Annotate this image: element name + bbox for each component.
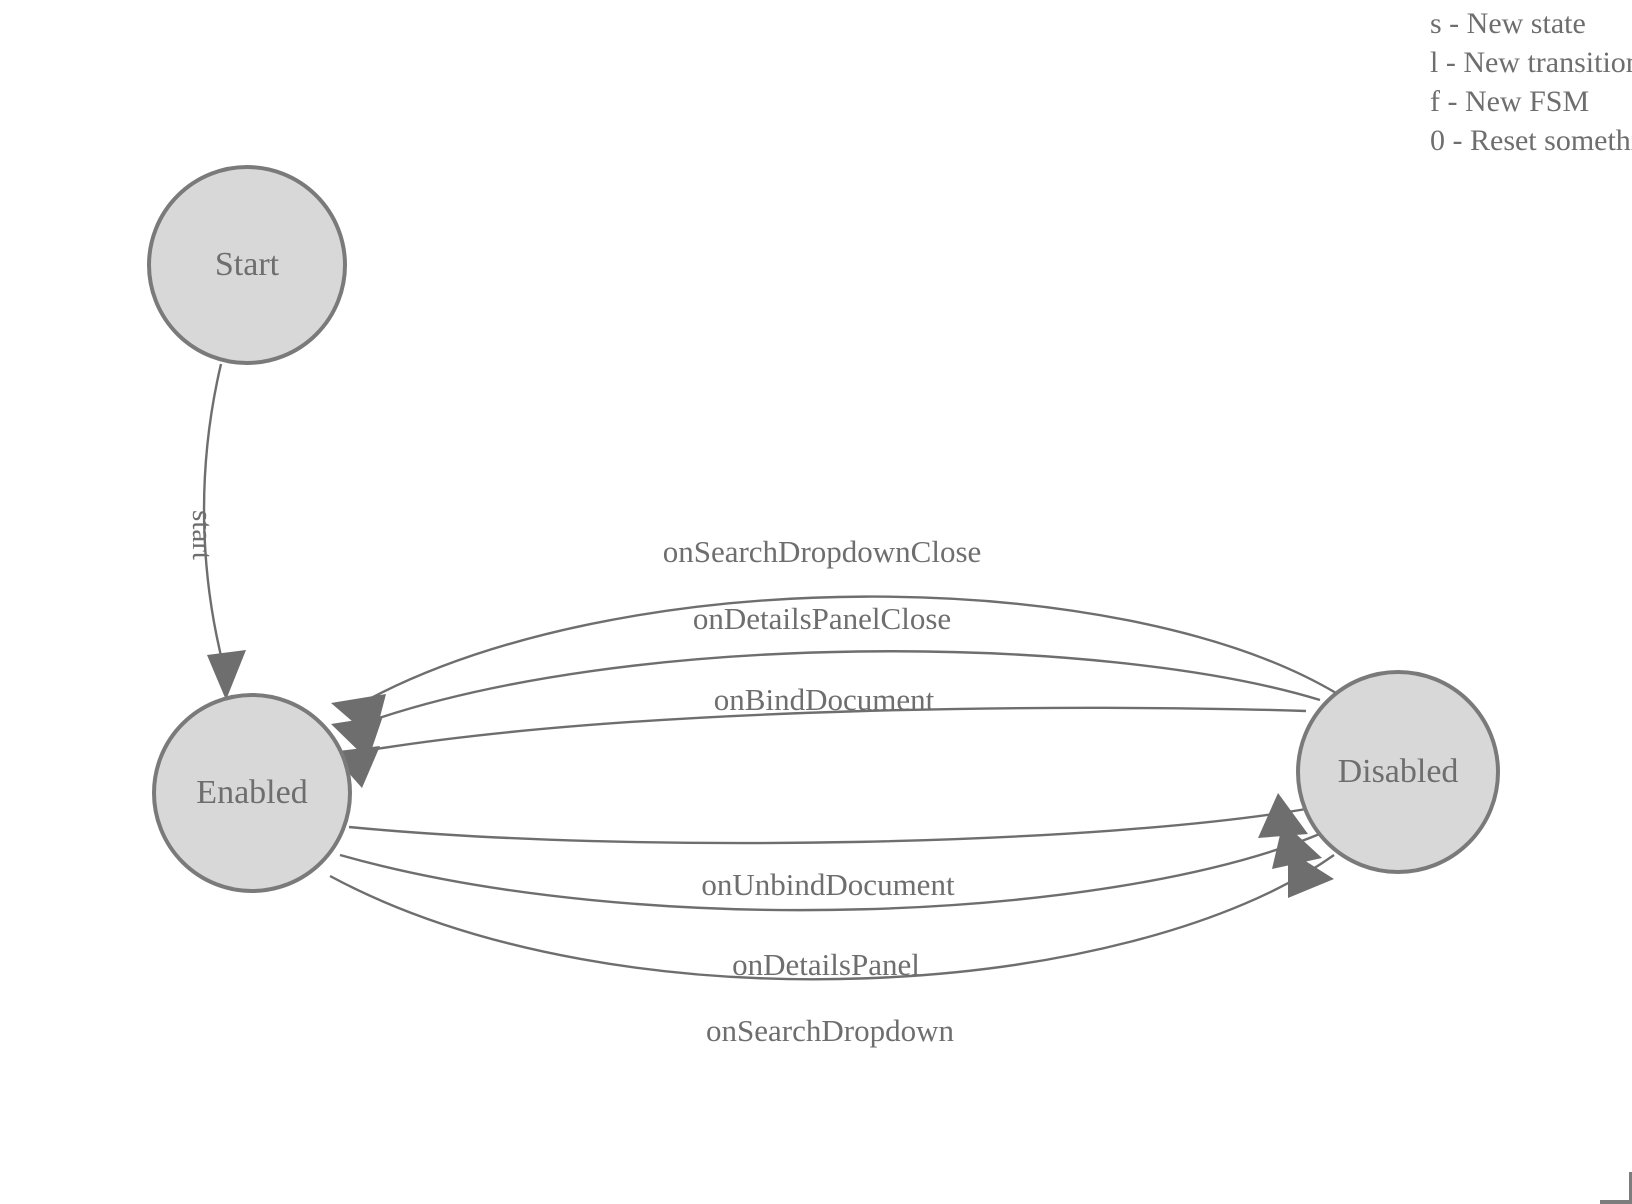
node-enabled-circle[interactable] [152,693,352,893]
edge-path [329,854,1335,981]
node-enabled[interactable]: Enabled [152,693,352,893]
edge-path [351,706,1307,755]
edge-enabled-to-disabled-onsearchdropdown[interactable] [329,850,1335,981]
edge-label-onsearchdropdown: onSearchDropdown [706,1013,954,1048]
edge-path [357,595,1337,707]
edge-start-to-enabled[interactable] [202,363,246,700]
arrowhead-icon [1272,822,1322,869]
edge-label-onsearchdropdownclose: onSearchDropdownClose [663,534,982,569]
edge-path [202,363,226,669]
scrollbar-corner-horizontal[interactable] [1600,1200,1629,1204]
node-start[interactable]: Start [147,165,347,365]
node-enabled-label: Enabled [196,774,307,811]
edge-enabled-to-disabled-onunbinddocument[interactable] [348,793,1313,845]
edge-path [339,831,1323,912]
arrowhead-icon [207,650,246,700]
edge-label-onunbinddocument: onUnbindDocument [701,867,955,902]
scrollbar-corner-vertical[interactable] [1629,1172,1632,1204]
edge-path [348,806,1313,845]
edge-label-start: start [186,510,218,560]
node-disabled[interactable]: Disabled [1296,670,1500,874]
edge-disabled-to-enabled-onbinddocument[interactable] [330,706,1307,788]
node-disabled-label: Disabled [1338,753,1459,790]
node-disabled-circle[interactable] [1296,670,1500,874]
edge-label-ondetailspanel: onDetailsPanel [732,947,920,982]
edge-label-onbinddocument: onBindDocument [714,682,935,717]
node-start-label: Start [215,246,280,283]
arrowhead-icon [1288,850,1334,898]
edge-path [355,650,1321,728]
arrowhead-icon [1258,793,1308,838]
node-start-circle[interactable] [147,165,347,365]
edge-label-ondetailspanelclose: onDetailsPanelClose [693,601,951,636]
edge-enabled-to-disabled-ondetailspanel[interactable] [339,822,1323,912]
